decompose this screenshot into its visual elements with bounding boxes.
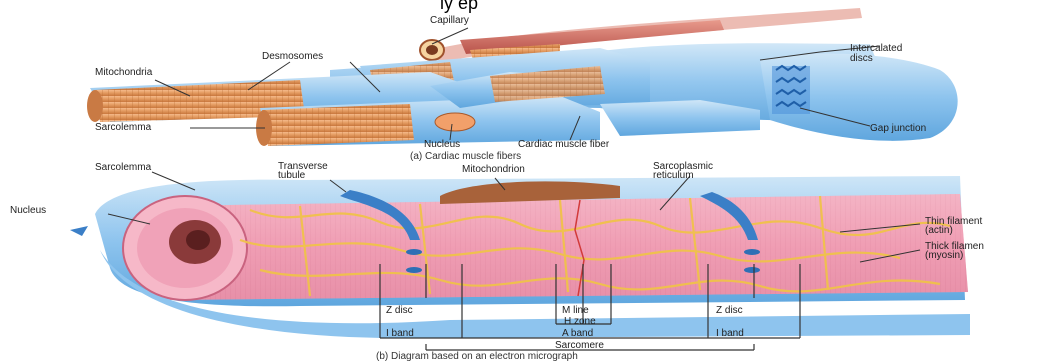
label-gap-junction: Gap junction [870, 124, 926, 134]
label-capillary: Capillary [430, 16, 469, 26]
label-mitochondria: Mitochondria [95, 68, 152, 78]
cropped-title-text: ly ep [440, 0, 478, 12]
caption-panel-a: (a) Cardiac muscle fibers [410, 152, 521, 162]
label-sarcolemma-a: Sarcolemma [95, 123, 151, 133]
panel-a-drawing [87, 8, 958, 146]
gap-junction-cluster [772, 66, 810, 114]
label-z-disc-right: Z disc [716, 306, 743, 316]
label-mitochondrion: Mitochondrion [462, 165, 525, 175]
label-sarcomere: Sarcomere [555, 341, 604, 351]
label-nucleus-b: Nucleus [10, 206, 46, 216]
panel-b-drawing [70, 176, 970, 338]
label-intercalated-line2: discs [850, 54, 873, 64]
label-z-disc-left: Z disc [386, 306, 413, 316]
label-sarcolemma-b: Sarcolemma [95, 163, 151, 173]
label-cardiac-fiber: Cardiac muscle fiber [518, 140, 609, 150]
label-m-line: M line [562, 306, 589, 316]
label-nucleus-a: Nucleus [424, 140, 460, 150]
label-thin-filament-line2: (actin) [925, 226, 953, 236]
label-desmosomes: Desmosomes [262, 52, 323, 62]
label-i-band-right: I band [716, 329, 744, 339]
label-i-band-left: I band [386, 329, 414, 339]
label-sarcoplasmic-line2: reticulum [653, 171, 694, 181]
label-thick-filament-line2: (myosin) [925, 251, 963, 261]
label-a-band: A band [562, 329, 593, 339]
caption-panel-b: (b) Diagram based on an electron microgr… [376, 352, 578, 362]
label-transverse-line2: tubule [278, 171, 305, 181]
label-h-zone: H zone [564, 317, 596, 327]
